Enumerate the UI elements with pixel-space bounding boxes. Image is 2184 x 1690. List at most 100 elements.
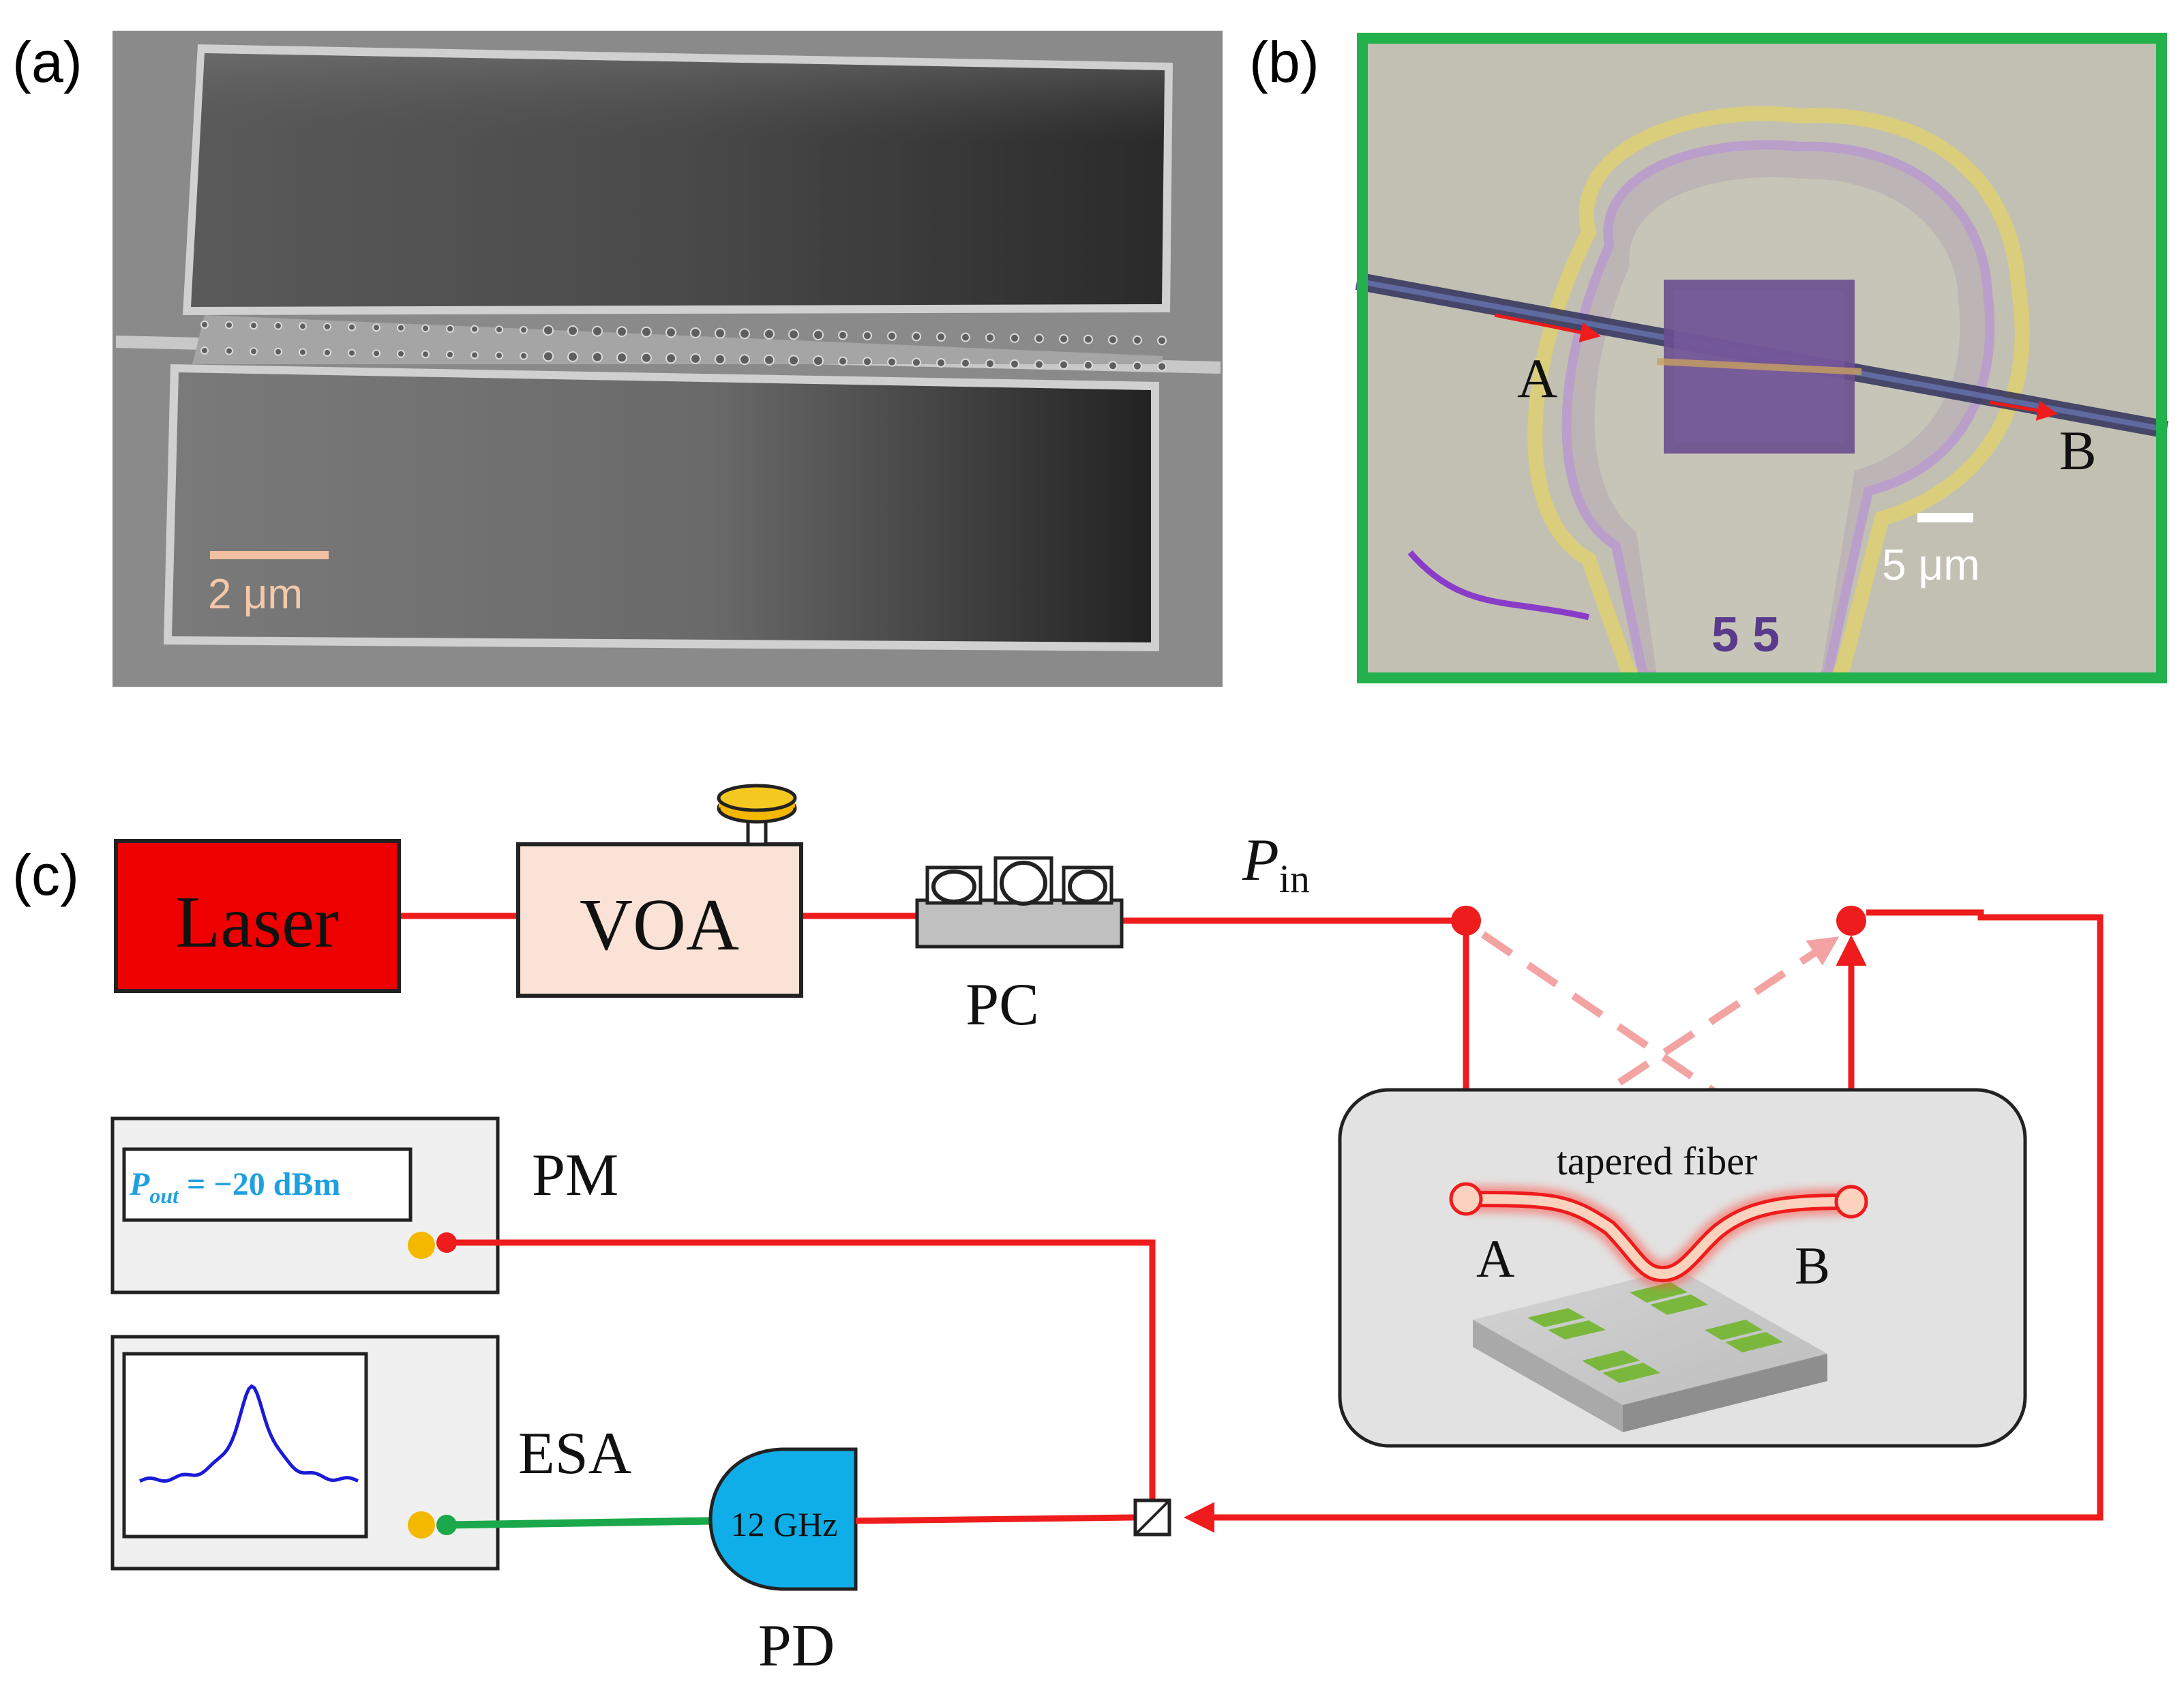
crystal-hole <box>1010 359 1019 369</box>
crystal-hole <box>348 349 356 357</box>
crystal-hole <box>520 325 528 334</box>
voa-box: VOA <box>516 784 803 998</box>
crystal-hole <box>641 326 652 338</box>
crystal-hole <box>912 331 921 342</box>
crystal-hole <box>961 332 970 342</box>
crystal-hole <box>470 351 479 359</box>
crystal-hole <box>690 353 701 364</box>
pd-label: PD <box>758 1613 835 1679</box>
crystal-hole <box>1010 333 1019 343</box>
crystal-hole <box>495 351 503 360</box>
beam-splitter-icon <box>1133 1498 1171 1537</box>
attenuator-knob-icon <box>717 784 797 846</box>
crystal-hole <box>1157 361 1167 372</box>
crystal-hole <box>1133 361 1142 371</box>
panel-b-frame <box>1357 33 2167 683</box>
crystal-hole <box>665 327 676 338</box>
crystal-hole <box>1083 360 1093 370</box>
polarization-paddle-icon <box>925 856 1113 906</box>
fiber-point-b: B <box>1795 1236 1830 1295</box>
fiber-splitter-pd <box>855 1514 1136 1524</box>
crystal-hole <box>838 330 848 340</box>
panel-a: (a) 2 μm <box>12 30 1223 687</box>
tapered-fiber <box>1465 1194 1852 1279</box>
crystal-hole <box>1108 361 1118 371</box>
crystal-hole <box>323 349 331 357</box>
crystal-hole <box>1083 334 1093 344</box>
crystal-hole <box>838 356 848 366</box>
crystal-hole <box>1034 333 1044 344</box>
polarization-controller: PC <box>915 856 1124 1038</box>
crystal-hole <box>985 359 995 369</box>
measurement-chamber: tapered fiber <box>1338 1088 2027 1448</box>
tapered-fiber-label: tapered fiber <box>1557 1139 1758 1183</box>
pc-label: PC <box>966 972 1039 1038</box>
crystal-hole <box>1034 359 1044 370</box>
esa-label: ESA <box>518 1421 631 1487</box>
crystal-hole <box>887 357 897 367</box>
chip-mark: 5 5 <box>1711 608 1780 662</box>
scale-bar-b <box>1917 513 1973 522</box>
scale-bar-b-label: 5 μm <box>1882 540 1980 589</box>
panel-b-label: (b) <box>1249 30 1319 94</box>
pm-label: PM <box>532 1142 618 1209</box>
crystal-hole <box>200 346 209 355</box>
crystal-hole <box>863 357 872 367</box>
crystal-hole <box>616 326 627 338</box>
output-junction <box>1836 906 1866 936</box>
crystal-hole <box>690 327 701 338</box>
crystal-hole <box>739 328 750 340</box>
panel-b: (b) A B 5 μm 5 5 <box>1249 30 2169 683</box>
fiber-end-a <box>1449 1182 1483 1216</box>
micro-point-a: A <box>1517 347 1557 409</box>
crystal-hole <box>323 323 331 331</box>
crystal-hole <box>788 355 799 366</box>
crystal-hole <box>567 351 578 362</box>
crystal-hole <box>715 327 725 339</box>
crystal-hole <box>543 325 554 336</box>
crystal-hole <box>372 323 380 332</box>
crystal-hole <box>739 354 750 366</box>
crystal-hole <box>813 355 824 366</box>
esa-trace <box>139 1384 359 1483</box>
panel-c: (c) Laser VOA <box>12 784 2104 1679</box>
crystal-hole <box>299 322 307 331</box>
crystal-hole <box>1059 334 1068 344</box>
crystal-hole <box>225 346 233 355</box>
crystal-hole <box>665 353 676 364</box>
crystal-hole <box>225 321 233 329</box>
fiber-output-return <box>1184 909 2104 1533</box>
crystal-hole <box>543 351 554 362</box>
chip-icon <box>1473 1269 1827 1432</box>
laser-label: Laser <box>175 882 339 963</box>
crystal-hole <box>421 350 430 359</box>
voa-label: VOA <box>580 885 739 966</box>
crystal-hole <box>250 347 258 356</box>
crystal-hole <box>863 331 872 341</box>
surface-scratch <box>1407 550 1590 621</box>
pd-bandwidth: 12 GHz <box>731 1505 838 1543</box>
crystal-hole <box>372 349 380 358</box>
crystal-hole <box>936 332 946 342</box>
direction-arrow-b <box>1989 400 2058 421</box>
crystal-hole <box>1133 335 1142 345</box>
crystal-hole <box>936 358 946 368</box>
crystal-hole <box>813 329 824 340</box>
halo-outer <box>1527 106 2030 683</box>
crystal-hole <box>397 349 405 358</box>
fiber-connector-icon <box>408 1511 435 1539</box>
laser-box: Laser <box>114 839 401 993</box>
crystal-hole <box>985 333 995 343</box>
scale-bar-a-label: 2 μm <box>208 571 303 618</box>
crystal-hole <box>446 325 454 333</box>
sem-bottom-trench <box>172 372 1151 642</box>
crystal-hole <box>200 321 209 329</box>
crystal-hole <box>887 331 897 341</box>
crystal-hole <box>592 351 603 363</box>
fiber-end-b <box>1834 1185 1868 1219</box>
crystal-hole <box>788 329 799 340</box>
crystal-hole <box>520 351 528 360</box>
crystal-hole <box>274 321 282 330</box>
micro-point-b: B <box>2059 419 2097 481</box>
